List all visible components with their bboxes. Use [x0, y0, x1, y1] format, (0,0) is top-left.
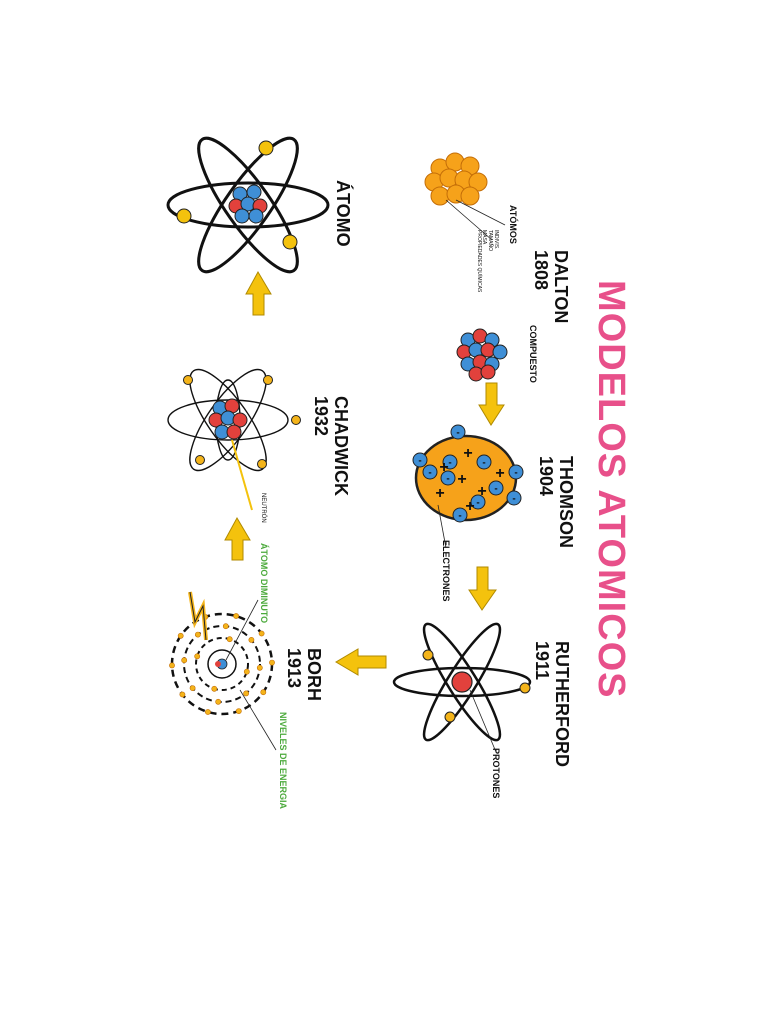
atom-nucleus — [228, 184, 268, 224]
bohr-electron — [226, 636, 233, 643]
bohr-electron — [235, 708, 242, 714]
thomson-electron — [450, 424, 466, 440]
chadwick-neutron-pointer — [231, 439, 253, 511]
thomson-negative-sign: - — [494, 484, 497, 495]
rutherford-nucleus — [451, 671, 473, 693]
thomson-negative-sign: - — [458, 511, 461, 522]
thomson-negative-sign: - — [446, 474, 449, 485]
thomson-positive-sign: + — [457, 471, 466, 488]
bohr-electron — [179, 691, 186, 698]
thomson-electron — [412, 452, 428, 468]
thomson-negative-sign: - — [514, 468, 517, 479]
thomson-positive-sign: + — [439, 459, 448, 476]
dalton-compound-cluster — [456, 328, 508, 382]
dalton-atoms-cluster — [424, 152, 488, 206]
thomson-positive-charges: +++++++ — [435, 445, 504, 515]
chadwick-electrons — [183, 375, 301, 469]
thomson-positive-sign: + — [477, 483, 486, 500]
thomson-electron — [442, 454, 458, 470]
bohr-electron — [211, 685, 218, 692]
thomson-negative-sign: - — [512, 494, 515, 505]
thomson-negative-sign: - — [482, 458, 485, 469]
thomson-electron — [488, 480, 504, 496]
bohr-diminutive-pointer — [225, 599, 259, 661]
dalton-pointer-lines — [445, 199, 506, 241]
thomson-negative-sign: - — [428, 468, 431, 479]
bohr-electron — [177, 632, 184, 639]
thomson-positive-sign: + — [465, 498, 474, 515]
rutherford-orbits — [392, 622, 532, 742]
rutherford-protons-pointer — [469, 689, 497, 753]
thomson-positive-sign: + — [435, 485, 444, 502]
bohr-electron — [233, 613, 239, 619]
arrow-chadwick-to-atom — [245, 270, 272, 316]
thomson-electron — [440, 470, 456, 486]
thomson-negative-sign: - — [448, 458, 451, 469]
thomson-electron — [422, 464, 438, 480]
bohr-electron — [204, 709, 211, 715]
bohr-electron — [194, 631, 201, 638]
thomson-electron — [506, 490, 522, 506]
thomson-electrons: ----------- — [412, 424, 524, 523]
thomson-electrons-pointer — [437, 504, 447, 549]
thomson-electron — [476, 454, 492, 470]
bohr-electron — [181, 657, 188, 664]
rutherford-electrons — [422, 649, 531, 723]
thomson-electron — [508, 464, 524, 480]
bohr-electron — [256, 664, 263, 671]
bohr-electron — [248, 637, 255, 643]
thomson-positive-sign: + — [463, 445, 472, 462]
thomson-positive-sign: + — [495, 465, 504, 482]
atom-orbits — [166, 136, 330, 274]
bohr-electron — [169, 662, 175, 669]
bohr-energy-pointer — [239, 689, 277, 751]
bohr-nucleus — [215, 658, 228, 670]
thomson-negative-sign: - — [476, 498, 479, 509]
bohr-electron — [222, 623, 229, 630]
thomson-negative-sign: - — [418, 456, 421, 467]
thomson-electron — [452, 507, 468, 523]
bohr-electron — [260, 689, 267, 696]
arrow-rutherford-to-bohr — [335, 648, 387, 676]
arrow-thomson-to-rutherford — [468, 566, 497, 611]
arrow-bohr-to-chadwick — [224, 516, 251, 561]
bohr-electron — [269, 659, 275, 666]
atom-electrons — [176, 140, 298, 250]
arrow-dalton-to-thomson — [478, 382, 505, 426]
bohr-electron — [194, 653, 201, 660]
bohr-electron — [243, 668, 250, 675]
bohr-electron — [215, 698, 222, 705]
thomson-electron — [470, 494, 486, 510]
thomson-negative-sign: - — [456, 428, 459, 439]
bohr-electron — [189, 685, 196, 691]
bohr-electron — [258, 630, 265, 637]
bohr-electron — [243, 690, 249, 697]
